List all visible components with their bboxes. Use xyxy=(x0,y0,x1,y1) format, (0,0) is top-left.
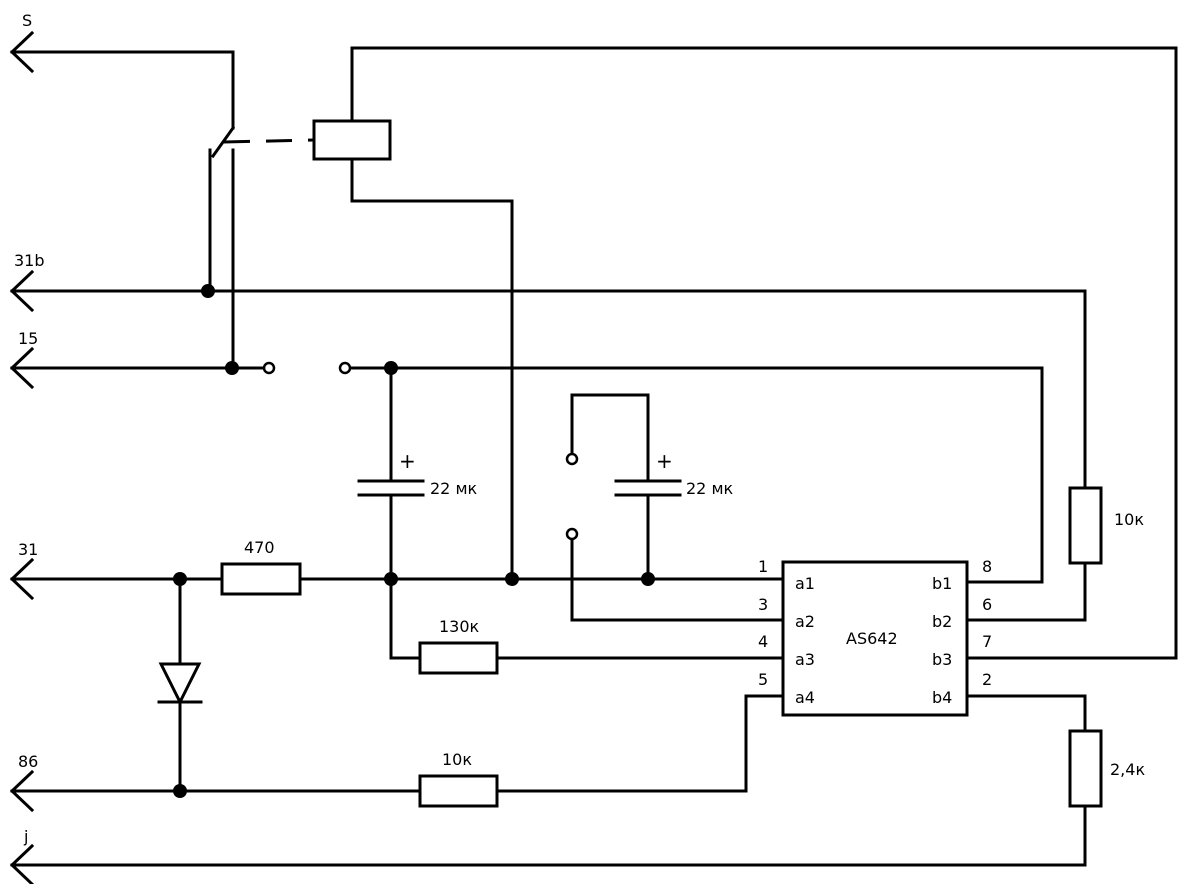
wire-a4 xyxy=(495,694,785,793)
terminal-j: j xyxy=(9,804,1087,884)
junctions xyxy=(173,284,655,798)
junction-86-diode xyxy=(173,784,187,798)
resistor-130k-body xyxy=(418,641,499,675)
junction-15-c1 xyxy=(384,361,398,375)
resistor-470-label: 470 xyxy=(244,538,275,557)
c2-polarity: + xyxy=(656,449,673,473)
resistor-2-4k-label: 2,4к xyxy=(1110,760,1145,779)
ic-pin-a3-name: a3 xyxy=(795,650,815,669)
resistor-2-4k: 2,4к xyxy=(965,694,1145,808)
junction-31-c1 xyxy=(384,572,398,586)
resistor-130k: 130к xyxy=(389,577,785,675)
junction-31-diode xyxy=(173,572,187,586)
open-contact-a xyxy=(262,361,276,375)
wire-a2 xyxy=(570,532,785,622)
terminal-s: S xyxy=(9,11,235,74)
ic-pin-b2-name: b2 xyxy=(932,612,952,631)
ic-pin-a2-number: 3 xyxy=(758,595,768,614)
ic-body xyxy=(781,560,969,717)
switch-blade xyxy=(210,125,236,159)
ic-pin-a2-name: a2 xyxy=(795,612,815,631)
ic-pin-a4-number: 5 xyxy=(758,670,768,689)
junction-31-relay xyxy=(505,572,519,586)
capacitor-c1: + 22 мк xyxy=(357,366,478,581)
capacitor-c2: + 22 мк xyxy=(565,393,785,622)
relay-coil xyxy=(312,46,1178,660)
wire-31b xyxy=(10,289,1087,490)
c1-value-label: 22 мк xyxy=(430,479,478,498)
resistor-10k-right: 10к xyxy=(965,486,1144,622)
wire-b2 xyxy=(965,561,1087,622)
terminal-31: 31 xyxy=(9,540,785,601)
resistor-10k-left-body xyxy=(418,774,499,808)
jumper-contact-bottom xyxy=(565,527,579,541)
ic-pin-b3-name: b3 xyxy=(932,650,952,669)
diode-triangle xyxy=(158,662,202,706)
ic-pin-b4-number: 2 xyxy=(982,670,992,689)
ic-pin-a4-name: a4 xyxy=(795,688,815,707)
terminal-15-label: 15 xyxy=(18,329,38,348)
wire-coil-top xyxy=(350,46,1178,660)
ic-pin-b2-number: 6 xyxy=(982,595,992,614)
resistor-2-4k-body xyxy=(1068,729,1103,808)
junction-15-switch xyxy=(225,361,239,375)
wire-130k-left xyxy=(389,577,422,660)
ic-pin-a1-name: a1 xyxy=(795,574,815,593)
junction-31b-switch xyxy=(201,284,215,298)
c2-value-label: 22 мк xyxy=(686,479,734,498)
wire-15-right xyxy=(343,366,1044,584)
terminal-86-label: 86 xyxy=(18,752,38,771)
open-contact-b xyxy=(338,361,352,375)
ic-pin-b1-number: 8 xyxy=(982,557,992,576)
terminal-j-label: j xyxy=(23,827,28,846)
resistor-130k-label: 130к xyxy=(439,617,480,636)
terminal-31b-label: 31b xyxy=(14,251,45,270)
ic-pin-b3-number: 7 xyxy=(982,632,992,651)
ic-as642: AS642 a1 a2 a3 a4 1 3 4 5 b1 b2 b3 b4 8 … xyxy=(758,557,992,717)
ic-name: AS642 xyxy=(846,629,898,648)
relay-coil-body xyxy=(312,119,392,161)
resistor-10k-right-label: 10к xyxy=(1114,510,1144,529)
terminal-15: 15 xyxy=(9,329,1044,584)
switch-mechanical-link xyxy=(223,138,315,144)
c1-polarity: + xyxy=(399,449,416,473)
diode xyxy=(157,577,203,793)
terminal-s-label: S xyxy=(22,11,32,30)
wire-coil-bottom xyxy=(350,157,514,581)
ic-pin-b4-name: b4 xyxy=(932,688,952,707)
wire-j xyxy=(10,804,1087,867)
terminal-86: 10к 86 xyxy=(9,694,785,813)
resistor-10k-left-label: 10к xyxy=(442,750,472,769)
junction-31-c2 xyxy=(641,572,655,586)
relay-switch xyxy=(208,50,315,370)
resistor-470-body xyxy=(220,562,302,596)
jumper-contact-top xyxy=(565,452,579,466)
terminal-31b: 31b xyxy=(9,251,1087,490)
ic-pin-b1-name: b1 xyxy=(932,574,952,593)
terminal-31-label: 31 xyxy=(18,540,38,559)
c2-top-wire xyxy=(570,393,650,483)
ic-pin-a1-number: 1 xyxy=(758,557,768,576)
ic-pin-a3-number: 4 xyxy=(758,632,768,651)
resistor-10k-right-body xyxy=(1068,486,1103,565)
resistor-470: 470 xyxy=(220,538,302,596)
wire-b4 xyxy=(965,694,1087,733)
